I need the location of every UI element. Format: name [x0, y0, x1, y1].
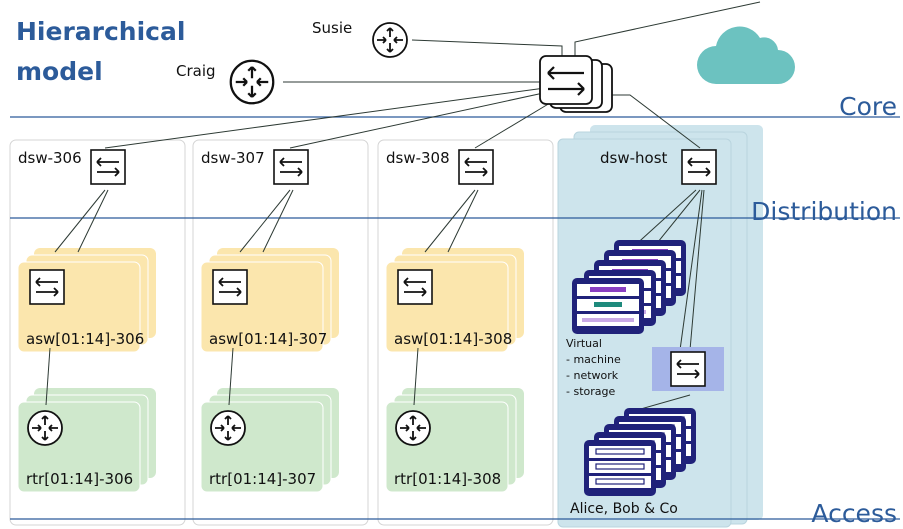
- rtr-306-router-icon: [27, 410, 63, 446]
- dsw-306-label: dsw-306: [18, 149, 82, 167]
- asw-308-label: asw[01:14]-308: [394, 330, 512, 348]
- virtual-machine-label: - machine: [566, 353, 621, 366]
- pod-container-308: [377, 139, 554, 526]
- core-layer-label: Core: [839, 92, 897, 121]
- pod-container-307: [192, 139, 369, 526]
- asw-307-switch-icon: [212, 269, 248, 305]
- rtr-stack-306: [17, 388, 156, 493]
- access-layer-label: Access: [811, 499, 897, 528]
- users-label: Alice, Bob & Co: [570, 501, 678, 517]
- asw-307-label: asw[01:14]-307: [209, 330, 327, 348]
- dsw-host-label: dsw-host: [600, 149, 668, 167]
- virtual-network-label: - network: [566, 369, 619, 382]
- susie-router-icon: [372, 22, 408, 58]
- dsw-307-switch-icon: [273, 149, 309, 185]
- title-line-1: Hierarchical: [16, 17, 185, 46]
- rtr-307-router-icon: [210, 410, 246, 446]
- core-switch-icon: [539, 55, 613, 113]
- distribution-layer-label: Distribution: [751, 197, 897, 226]
- dsw-307-label: dsw-307: [201, 149, 265, 167]
- asw-306-label: asw[01:14]-306: [26, 330, 144, 348]
- craig-router-icon: [229, 59, 275, 105]
- dsw-308-switch-icon: [458, 149, 494, 185]
- susie-label: Susie: [312, 19, 352, 37]
- cloud-icon: [697, 26, 795, 85]
- asw-308-switch-icon: [397, 269, 433, 305]
- rtr-308-router-icon: [395, 410, 431, 446]
- dsw-306-switch-icon: [90, 149, 126, 185]
- virtual-switch-icon: [652, 347, 724, 391]
- rtr-306-label: rtr[01:14]-306: [26, 470, 133, 488]
- pod-container-306: [9, 139, 186, 526]
- craig-label: Craig: [176, 62, 216, 80]
- rtr-308-label: rtr[01:14]-308: [394, 470, 501, 488]
- dsw-host-switch-icon: [681, 149, 717, 185]
- dsw-308-label: dsw-308: [386, 149, 450, 167]
- asw-306-switch-icon: [29, 269, 65, 305]
- title-line-2: model: [16, 57, 103, 86]
- rtr-307-label: rtr[01:14]-307: [209, 470, 316, 488]
- virtual-label: Virtual: [566, 337, 602, 350]
- virtual-storage-label: - storage: [566, 385, 615, 398]
